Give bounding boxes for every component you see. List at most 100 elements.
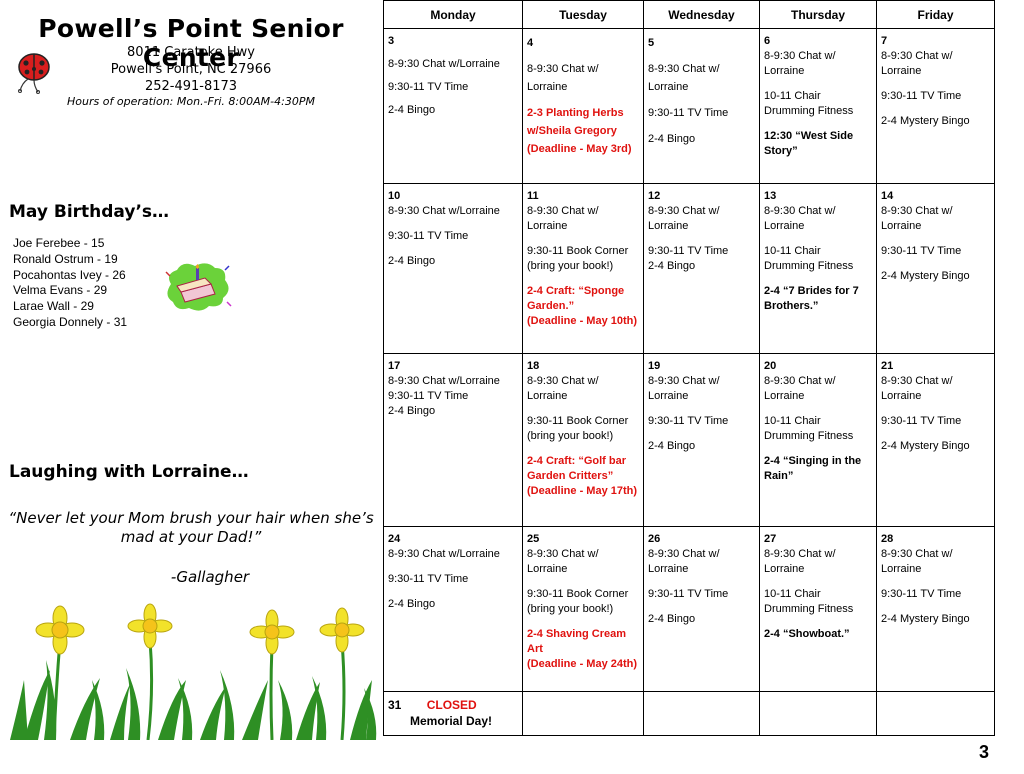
hours-of-operation: Hours of operation: Mon.-Fri. 8:00AM-4:3… — [67, 95, 315, 108]
day-header-wednesday: Wednesday — [643, 0, 760, 29]
calendar-week-row: 3 8-9:30 Chat w/Lorraine 9:30-11 TV Time… — [383, 28, 995, 184]
calendar-header-row: Monday Tuesday Wednesday Thursday Friday — [383, 0, 995, 29]
event-item: 8-9:30 Chat w/ Lorraine — [764, 50, 836, 77]
event-item: 8-9:30 Chat w/ Lorraine — [764, 375, 836, 402]
date-number: 19 — [648, 360, 661, 372]
list-item: Pocahontas Ivey - 26 — [13, 267, 126, 282]
event-item: 10-11 Chair Drumming Fitness — [764, 415, 854, 442]
calendar-week-row: 31 CLOSED Memorial Day! — [383, 691, 995, 736]
page-number: 3 — [979, 742, 990, 762]
calendar-day-cell: 18 8-9:30 Chat w/ Lorraine 9:30-11 Book … — [522, 353, 644, 527]
calendar-day-cell — [759, 691, 877, 736]
calendar-week-row: 17 8-9:30 Chat w/Lorraine 9:30-11 TV Tim… — [383, 353, 995, 527]
event-item: 8-9:30 Chat w/Lorraine — [388, 58, 500, 70]
list-item: Georgia Donnely - 31 — [13, 314, 128, 329]
event-item: 8-9:30 Chat w/ Lorraine — [648, 548, 720, 575]
calendar-day-cell — [522, 691, 644, 736]
calendar-day-cell — [643, 691, 760, 736]
calendar-day-cell: 14 8-9:30 Chat w/ Lorraine 9:30-11 TV Ti… — [876, 183, 995, 354]
date-number: 21 — [881, 360, 894, 372]
event-item: 9:30-11 TV Time — [881, 90, 962, 102]
calendar-table: Monday Tuesday Wednesday Thursday Friday… — [383, 0, 995, 736]
event-item: 2-4 “7 Brides for 7 Brothers.” — [764, 285, 859, 312]
event-item: 8-9:30 Chat w/ Lorraine — [881, 50, 953, 77]
event-item: 10-11 Chair Drumming Fitness — [764, 245, 854, 272]
daffodils-illustration — [10, 603, 377, 740]
day-header-friday: Friday — [876, 0, 995, 29]
event-item: 8-9:30 Chat w/ Lorraine — [764, 205, 836, 232]
date-number: 6 — [764, 35, 771, 47]
date-number: 27 — [764, 533, 777, 545]
event-item: 8-9:30 Chat w/Lorraine — [388, 375, 500, 387]
calendar-day-cell: 28 8-9:30 Chat w/ Lorraine 9:30-11 TV Ti… — [876, 526, 995, 692]
calendar-day-cell: 7 8-9:30 Chat w/ Lorraine 9:30-11 TV Tim… — [876, 28, 995, 184]
event-item: 8-9:30 Chat w/ Lorraine — [764, 548, 836, 575]
calendar-day-cell: 6 8-9:30 Chat w/ Lorraine 10-11 Chair Dr… — [759, 28, 877, 184]
birthdays-heading: May Birthday’s… — [9, 202, 170, 222]
date-number: 5 — [648, 37, 655, 49]
event-item: 8-9:30 Chat w/ Lorraine — [881, 375, 953, 402]
calendar-day-cell: 24 8-9:30 Chat w/Lorraine 9:30-11 TV Tim… — [383, 526, 523, 692]
event-item: 2-4 Bingo — [648, 440, 696, 452]
list-item: Joe Ferebee - 15 — [13, 236, 105, 250]
event-item: 9:30-11 Book Corner (bring your book!) — [527, 245, 629, 272]
event-item: 8-9:30 Chat w/ Lorraine — [648, 205, 720, 232]
calendar-day-cell: 11 8-9:30 Chat w/ Lorraine 9:30-11 Book … — [522, 183, 644, 354]
event-item: 10-11 Chair Drumming Fitness — [764, 90, 854, 117]
event-item: 2-4 Mystery Bingo — [881, 270, 970, 282]
quote-text: “Never let your Mom brush your hair when… — [8, 509, 374, 546]
event-item: 8-9:30 Chat w/ Lorraine — [527, 63, 599, 93]
event-item: 9:30-11 TV Time — [388, 390, 469, 402]
event-item: 9:30-11 TV Time — [388, 81, 469, 93]
calendar-day-cell: 10 8-9:30 Chat w/Lorraine 9:30-11 TV Tim… — [383, 183, 523, 354]
calendar-day-cell: 5 8-9:30 Chat w/ Lorraine 9:30-11 TV Tim… — [643, 28, 760, 184]
event-item: 8-9:30 Chat w/ Lorraine — [648, 63, 720, 93]
list-item: Larae Wall - 29 — [13, 299, 94, 314]
event-item: 9:30-11 TV Time — [648, 588, 729, 600]
event-item: 2-4 Mystery Bingo — [881, 613, 970, 625]
event-item: 8-9:30 Chat w/ Lorraine — [881, 205, 953, 232]
event-item: 9:30-11 TV Time — [648, 107, 729, 119]
event-item: (Deadline - May 24th) — [527, 658, 638, 670]
event-item: 2-4 Bingo — [388, 255, 436, 267]
event-item: 9:30-11 TV Time — [881, 588, 962, 600]
calendar-day-cell: 3 8-9:30 Chat w/Lorraine 9:30-11 TV Time… — [383, 28, 523, 184]
day-header-thursday: Thursday — [759, 0, 877, 29]
calendar-day-cell: 17 8-9:30 Chat w/Lorraine 9:30-11 TV Tim… — [383, 353, 523, 527]
event-item: 10-11 Chair Drumming Fitness — [764, 588, 854, 615]
calendar-week-row: 10 8-9:30 Chat w/Lorraine 9:30-11 TV Tim… — [383, 183, 995, 354]
list-item: Ronald Ostrum - 19 — [13, 251, 118, 266]
calendar-day-cell: 4 8-9:30 Chat w/ Lorraine 2-3 Planting H… — [522, 28, 644, 184]
event-item: (Deadline - May 10th) — [527, 315, 638, 327]
event-item: 8-9:30 Chat w/ Lorraine — [527, 205, 599, 232]
date-number: 26 — [648, 533, 661, 545]
date-number: 17 — [388, 360, 401, 372]
date-number: 24 — [388, 533, 401, 545]
calendar-day-cell: 25 8-9:30 Chat w/ Lorraine 9:30-11 Book … — [522, 526, 644, 692]
phone-number: 252-491-8173 — [144, 79, 238, 94]
event-item: 9:30-11 TV Time — [388, 230, 469, 242]
calendar-day-cell: 31 CLOSED Memorial Day! — [383, 691, 523, 736]
event-item: 8-9:30 Chat w/ Lorraine — [881, 548, 953, 575]
date-number: 10 — [388, 190, 401, 202]
date-number: 20 — [764, 360, 777, 372]
date-number: 14 — [881, 190, 894, 202]
calendar-day-cell: 26 8-9:30 Chat w/ Lorraine 9:30-11 TV Ti… — [643, 526, 760, 692]
calendar-day-cell: 20 8-9:30 Chat w/ Lorraine 10-11 Chair D… — [759, 353, 877, 527]
holiday-label: Memorial Day! — [410, 714, 493, 728]
event-item: 8-9:30 Chat w/ Lorraine — [527, 375, 599, 402]
birthday-cake-icon — [165, 263, 232, 311]
left-panel: Powell’s Point Senior Center 8011 Carato… — [0, 0, 382, 774]
calendar-day-cell — [876, 691, 995, 736]
list-item: Velma Evans - 29 — [13, 283, 108, 298]
event-item: 8-9:30 Chat w/Lorraine — [388, 205, 500, 217]
event-item: 12:30 “West Side Story” — [764, 130, 854, 157]
date-number: 7 — [881, 35, 888, 47]
date-number: 25 — [527, 533, 540, 545]
event-item: 9:30-11 TV Time — [881, 415, 962, 427]
event-item: 9:30-11 TV Time — [648, 415, 729, 427]
event-item: 2-4 Bingo — [648, 260, 696, 272]
date-number: 4 — [527, 37, 534, 49]
calendar-day-cell: 27 8-9:30 Chat w/ Lorraine 10-11 Chair D… — [759, 526, 877, 692]
day-header-tuesday: Tuesday — [522, 0, 644, 29]
